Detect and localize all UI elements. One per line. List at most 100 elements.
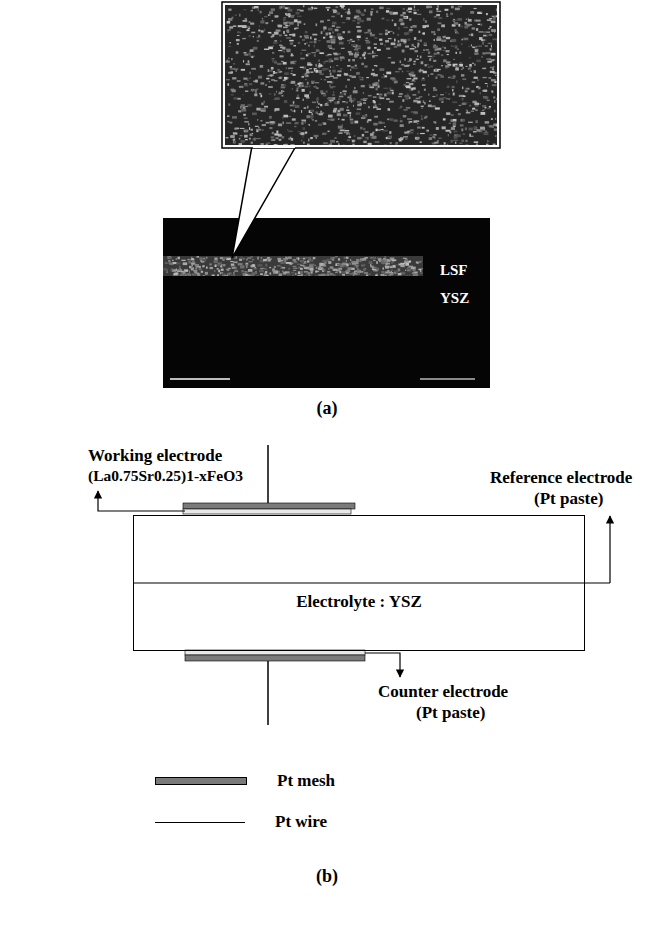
texture-speck [312,34,317,36]
texture-speck [235,132,237,134]
texture-speck [267,75,272,76]
texture-speck [260,95,262,98]
texture-speck [235,257,237,258]
texture-speck [407,133,408,135]
texture-speck [270,121,275,123]
texture-speck [309,259,313,261]
texture-speck [421,115,422,117]
texture-speck [367,47,370,50]
texture-speck [462,98,464,101]
texture-speck [438,17,442,18]
texture-speck [261,257,263,259]
texture-speck [478,87,481,90]
texture-speck [489,34,493,36]
texture-speck [447,86,450,88]
texture-speck [363,102,366,104]
texture-speck [478,45,482,47]
texture-speck [235,14,237,15]
texture-speck [341,48,345,49]
texture-speck [368,95,372,97]
pt-mesh [185,655,365,661]
texture-speck [342,101,345,102]
texture-speck [346,110,349,111]
texture-speck [346,85,347,87]
texture-speck [441,40,446,42]
texture-speck [423,257,424,260]
texture-speck [496,124,497,127]
texture-speck [384,75,387,77]
texture-speck [461,43,462,45]
texture-speck [308,275,310,276]
texture-speck [323,61,325,64]
texture-speck [491,126,493,128]
texture-speck [305,121,306,123]
texture-speck [301,76,304,78]
texture-speck [235,128,239,130]
texture-speck [357,30,361,33]
texture-speck [485,121,489,123]
texture-speck [226,269,228,271]
texture-speck [209,267,213,269]
texture-speck [333,10,336,13]
texture-speck [377,129,381,130]
texture-speck [287,129,289,130]
texture-speck [450,77,452,79]
texture-speck [315,275,318,276]
texture-speck [437,52,439,54]
texture-speck [370,11,373,13]
texture-speck [223,257,227,259]
texture-speck [338,53,341,54]
texture-speck [450,119,452,122]
texture-speck [407,78,412,79]
texture-speck [394,39,396,42]
texture-speck [222,273,226,275]
texture-speck [246,266,248,268]
texture-speck [423,273,424,275]
texture-speck [404,17,407,19]
texture-speck [423,32,425,34]
texture-speck [339,271,341,274]
texture-speck [406,107,410,109]
texture-speck [422,260,423,261]
texture-speck [238,263,243,265]
texture-speck [425,116,427,118]
texture-speck [231,89,234,91]
texture-speck [342,124,343,126]
texture-speck [422,127,425,129]
texture-speck [332,70,335,73]
texture-speck [237,35,240,36]
texture-speck [364,272,368,274]
texture-speck [340,129,344,131]
texture-speck [389,101,394,103]
texture-speck [333,10,337,13]
texture-speck [239,138,241,140]
texture-speck [293,270,296,271]
texture-speck [318,103,320,104]
texture-speck [201,271,203,273]
texture-speck [378,80,379,82]
texture-speck [309,264,313,267]
texture-speck [306,273,308,275]
texture-speck [406,65,410,66]
texture-speck [353,275,355,276]
texture-speck [286,14,290,17]
texture-speck [350,39,353,40]
texture-speck [243,94,244,95]
texture-speck [314,38,317,40]
texture-speck [453,75,456,77]
texture-speck [491,118,493,119]
texture-speck [409,261,411,263]
texture-speck [477,79,479,81]
texture-speck [389,87,391,90]
texture-speck [362,54,365,56]
texture-speck [460,119,464,122]
texture-speck [357,268,359,271]
texture-speck [373,123,377,126]
legend-text: Pt wire [275,812,327,832]
texture-speck [382,267,383,269]
texture-speck [285,144,288,145]
texture-speck [343,114,347,117]
texture-speck [486,52,491,54]
texture-speck [283,79,286,81]
texture-speck [378,121,382,124]
